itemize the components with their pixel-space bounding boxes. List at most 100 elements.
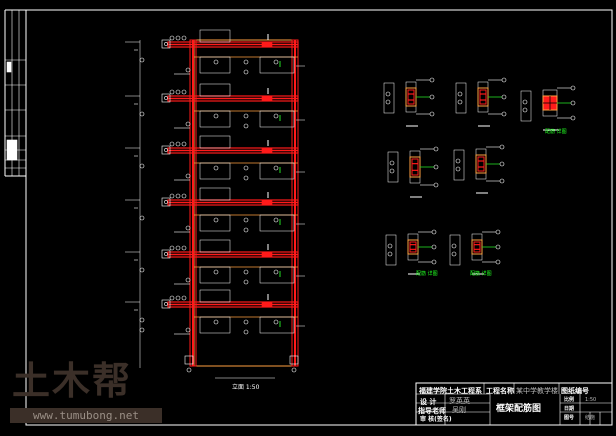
- project-name: 某中学教学楼: [516, 387, 558, 395]
- strip-text: [6, 139, 18, 161]
- rebar-marker: [499, 178, 505, 184]
- rebar-marker: [169, 35, 175, 41]
- beam-joint: [261, 147, 273, 154]
- rebar-marker: [243, 217, 249, 223]
- detail-box: [259, 316, 295, 334]
- rebar-marker: [451, 243, 457, 249]
- rebar-marker: [273, 165, 279, 171]
- beam-end: [161, 197, 171, 207]
- detail-box: [199, 214, 231, 232]
- rebar-marker: [164, 252, 168, 256]
- beam-joint: [261, 301, 273, 308]
- detail-box: [199, 135, 231, 149]
- detail-box: [259, 214, 295, 232]
- advisor-label: 指导老师: [418, 407, 446, 415]
- rebar-marker: [570, 100, 576, 106]
- rebar-marker: [243, 329, 249, 335]
- rebar-marker: [164, 148, 168, 152]
- level-marker: [139, 267, 145, 273]
- rebar-marker: [185, 67, 191, 73]
- sheet-label: 图号: [564, 415, 575, 421]
- rebar-marker: [570, 85, 576, 91]
- advisor-name: 吴刚: [452, 406, 466, 414]
- elevation-label: 立面 1:50: [232, 384, 260, 391]
- rebar-marker: [273, 113, 279, 119]
- rebar-marker: [273, 59, 279, 65]
- scale-value: 1:50: [585, 397, 597, 403]
- rebar-marker: [431, 259, 437, 265]
- reviewer-label: 审 核(签名): [420, 416, 452, 423]
- detail-box: [199, 316, 231, 334]
- designer-name: 罗英英: [449, 397, 470, 405]
- rebar-marker: [455, 158, 461, 164]
- detail-leader: [455, 82, 467, 114]
- beam-end: [161, 249, 171, 259]
- rebar-marker: [181, 89, 187, 95]
- rebar-marker: [243, 165, 249, 171]
- rebar-marker: [455, 166, 461, 172]
- level-marker: [139, 215, 145, 221]
- detail-box: [259, 56, 295, 74]
- detail-box: [199, 289, 231, 303]
- section-stirrup: [479, 89, 487, 105]
- rebar-marker: [164, 200, 168, 204]
- detail-label: 配筋 详图: [470, 271, 492, 277]
- rebar-marker: [169, 295, 175, 301]
- rebar-marker: [175, 141, 181, 147]
- footing: [289, 355, 299, 365]
- detail-label: 配筋 详图: [416, 271, 438, 277]
- rebar-marker: [273, 217, 279, 223]
- rebar-marker: [499, 161, 505, 167]
- rebar-marker: [389, 168, 395, 174]
- rebar-marker: [175, 295, 181, 301]
- detail-leader: [385, 234, 397, 266]
- beam-end: [161, 145, 171, 155]
- rebar-marker: [181, 193, 187, 199]
- rebar-marker: [429, 94, 435, 100]
- detail-box: [199, 239, 231, 253]
- rebar-marker: [243, 227, 249, 233]
- rebar-marker: [429, 111, 435, 117]
- rebar-marker: [387, 251, 393, 257]
- rebar-marker: [389, 160, 395, 166]
- rebar-marker: [164, 42, 168, 46]
- rebar-marker: [385, 99, 391, 105]
- level-marker: [139, 327, 145, 333]
- rebar-marker: [169, 89, 175, 95]
- beam-end: [161, 93, 171, 103]
- detail-leader: [383, 82, 395, 114]
- detail-box: [199, 110, 231, 128]
- rebar-marker: [451, 251, 457, 257]
- scale-label: 比例: [564, 397, 575, 403]
- detail-box: [259, 266, 295, 284]
- school-name: 福建学院土木工程系: [419, 387, 482, 395]
- level-marker: [139, 111, 145, 117]
- detail-leader: [453, 149, 465, 181]
- rebar-marker: [387, 243, 393, 249]
- rebar-marker: [501, 77, 507, 83]
- level-marker: [139, 57, 145, 63]
- rebar-marker: [169, 141, 175, 147]
- section-stirrup: [407, 89, 415, 105]
- rebar-marker: [243, 279, 249, 285]
- rebar-marker: [243, 269, 249, 275]
- section-stirrup: [477, 156, 485, 172]
- rebar-marker: [213, 217, 219, 223]
- rebar-marker: [213, 319, 219, 325]
- rebar-marker: [570, 115, 576, 121]
- section-stirrup: [409, 241, 417, 253]
- rebar-marker: [175, 193, 181, 199]
- rebar-marker: [164, 96, 168, 100]
- level-marker: [139, 163, 145, 169]
- section-stirrup: [411, 158, 419, 176]
- rebar-marker: [291, 367, 297, 373]
- rebar-marker: [495, 229, 501, 235]
- rebar-marker: [185, 277, 191, 283]
- rebar-marker: [175, 89, 181, 95]
- rebar-marker: [501, 111, 507, 117]
- rebar-marker: [431, 229, 437, 235]
- designer-label: 设 计: [420, 398, 437, 406]
- sheet-value: 结施: [585, 415, 596, 421]
- rebar-marker: [243, 113, 249, 119]
